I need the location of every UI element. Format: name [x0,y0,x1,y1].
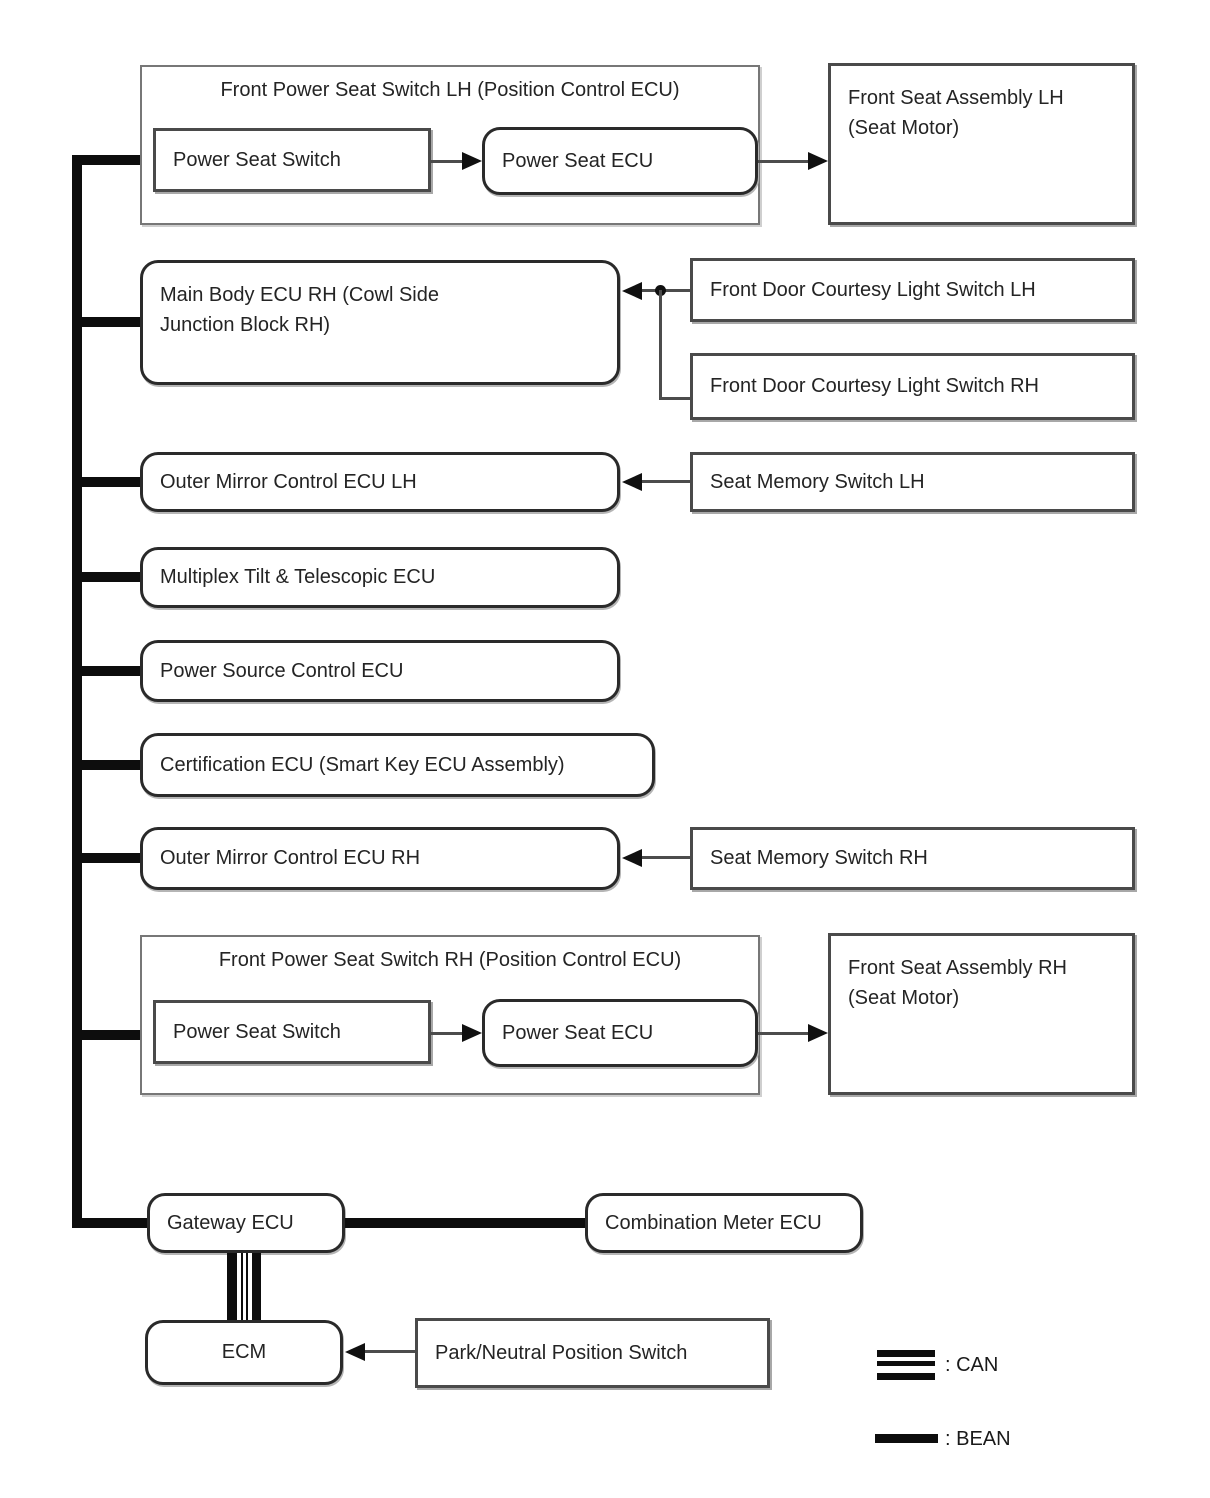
bean-stub-power-source [82,666,142,676]
node-combination-meter-ecu: Combination Meter ECU [585,1193,863,1253]
can-bus-gateway-to-ecm [227,1253,261,1320]
connector-junction-vertical [659,290,662,400]
can-line-icon [877,1350,935,1380]
node-label: Seat Memory Switch RH [710,847,928,869]
connector-psecu-to-assembly-rh [758,1032,808,1035]
group-title-rh: Front Power Seat Switch RH (Position Con… [218,949,682,971]
connector-park-neutral-to-ecm [365,1350,415,1353]
arrowhead-psecu-lh [462,152,482,170]
node-power-seat-ecu-rh: Power Seat ECU [482,999,758,1067]
node-label: Front Door Courtesy Light Switch LH [710,278,1036,301]
node-label: Front Door Courtesy Light Switch RH [710,375,1040,397]
node-label: Certification ECU (Smart Key ECU Assembl… [160,753,565,776]
node-outer-mirror-control-ecu-lh: Outer Mirror Control ECU LH [140,452,620,512]
connector-seat-memory-rh [642,856,690,859]
node-front-seat-assembly-rh: Front Seat Assembly RH (Seat Motor) [828,933,1135,1095]
node-main-body-ecu-rh: Main Body ECU RH (Cowl Side Junction Blo… [140,260,620,385]
node-label: Power Seat ECU [502,149,654,172]
bean-stub-outer-mirror-lh [82,477,142,487]
connector-psecu-to-assembly-lh [758,160,808,163]
arrowhead-main-body-ecu [622,282,642,300]
node-label: ECM [221,1341,267,1363]
node-label: Seat Memory Switch LH [710,470,925,493]
bean-line-gateway-to-meter [345,1218,585,1228]
node-label: Combination Meter ECU [605,1211,822,1234]
node-front-door-courtesy-light-switch-rh: Front Door Courtesy Light Switch RH [690,353,1135,420]
arrowhead-assembly-rh [808,1024,828,1042]
bean-line-icon [875,1434,938,1443]
connector-courtesy-rh [659,397,690,400]
connector-psswitch-to-psecu-lh [431,160,464,163]
node-power-seat-ecu-lh: Power Seat ECU [482,127,758,195]
arrowhead-psecu-rh [462,1024,482,1042]
node-seat-memory-switch-rh: Seat Memory Switch RH [690,827,1135,890]
bean-stub-outer-mirror-rh [82,853,142,863]
node-park-neutral-position-switch: Park/Neutral Position Switch [415,1318,770,1388]
bean-stub-multiplex-tilt [82,572,142,582]
arrowhead-assembly-lh [808,152,828,170]
bean-stub-front-power-seat-lh [82,155,142,165]
arrowhead-outer-mirror-rh [622,849,642,867]
node-label: Front Seat Assembly RH (Seat Motor) [848,957,1067,1009]
group-title-lh: Front Power Seat Switch LH (Position Con… [220,79,680,101]
connector-junction-to-mainbody [642,289,690,292]
bean-stub-main-body-ecu [82,317,142,327]
node-label: Main Body ECU RH (Cowl Side Junction Blo… [160,284,439,336]
node-label: Front Seat Assembly LH (Seat Motor) [848,87,1064,139]
arrowhead-ecm [345,1343,365,1361]
connector-seat-memory-lh [642,480,690,483]
bean-stub-certification [82,760,142,770]
arrowhead-outer-mirror-lh [622,473,642,491]
node-label: Power Seat Switch [173,148,341,171]
node-label: Power Source Control ECU [160,659,404,682]
node-power-seat-switch-rh: Power Seat Switch [153,1000,431,1064]
node-gateway-ecu: Gateway ECU [147,1193,345,1253]
bean-bus-vertical-line [72,155,82,1228]
node-power-seat-switch-lh: Power Seat Switch [153,128,431,192]
node-label: Outer Mirror Control ECU LH [160,470,417,493]
legend-bean-label: : BEAN [945,1428,1011,1450]
node-label: Power Seat Switch [173,1020,341,1043]
node-label: Park/Neutral Position Switch [435,1341,688,1364]
node-front-door-courtesy-light-switch-lh: Front Door Courtesy Light Switch LH [690,258,1135,322]
bean-stub-front-power-seat-rh [82,1030,142,1040]
legend-can-label: : CAN [945,1354,999,1376]
node-seat-memory-switch-lh: Seat Memory Switch LH [690,452,1135,512]
node-front-seat-assembly-lh: Front Seat Assembly LH (Seat Motor) [828,63,1135,225]
node-ecm: ECM [145,1320,343,1385]
node-label: Power Seat ECU [502,1021,654,1044]
node-outer-mirror-control-ecu-rh: Outer Mirror Control ECU RH [140,827,620,890]
node-certification-ecu: Certification ECU (Smart Key ECU Assembl… [140,733,655,797]
node-multiplex-tilt-telescopic-ecu: Multiplex Tilt & Telescopic ECU [140,547,620,608]
connector-psswitch-to-psecu-rh [431,1032,464,1035]
bean-stub-gateway [82,1218,147,1228]
node-label: Multiplex Tilt & Telescopic ECU [160,566,436,588]
node-power-source-control-ecu: Power Source Control ECU [140,640,620,702]
node-label: Gateway ECU [167,1211,294,1234]
node-label: Outer Mirror Control ECU RH [160,847,421,869]
